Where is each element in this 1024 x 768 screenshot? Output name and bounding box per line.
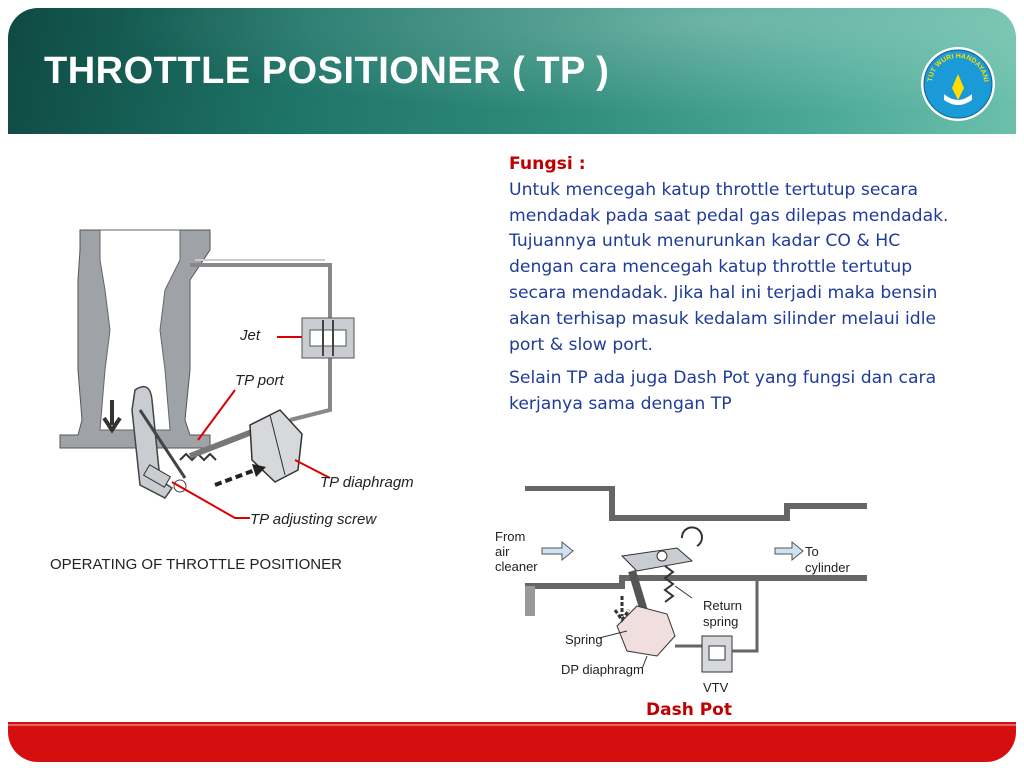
dashed-arrow-head-icon <box>252 464 266 477</box>
dashed-arrow <box>214 468 256 487</box>
label-air: air <box>495 544 510 559</box>
header-sheen <box>8 8 1016 134</box>
label-vtv: VTV <box>703 680 729 695</box>
lever-link <box>138 409 187 479</box>
intake-wall-bottom <box>525 575 867 589</box>
label-tp-port: TP port <box>235 372 284 389</box>
diagram-left-caption: OPERATING OF THROTTLE POSITIONER <box>50 556 342 573</box>
jet-chamber <box>309 329 347 347</box>
throttle-positioner-diagram: Jet TP port TP diaphragm TP adjusting sc… <box>50 229 414 573</box>
leader-tp-port <box>197 389 236 441</box>
flow-in-arrow-icon <box>541 540 574 562</box>
header-banner <box>8 8 1016 134</box>
dp-diaphragm-housing <box>616 605 676 657</box>
dp-down-arrow-icon <box>613 596 631 623</box>
vtv-body <box>701 635 733 673</box>
function-heading: Fungsi : <box>509 154 586 174</box>
label-return: Return <box>703 598 742 613</box>
logo-flame-icon <box>952 74 964 100</box>
label-dp-diaphragm: DP diaphragm <box>561 662 644 677</box>
description-text: Fungsi : Untuk mencegah katup throttle t… <box>509 152 959 418</box>
vtv-valve <box>708 645 726 661</box>
logo-book-icon <box>944 94 972 105</box>
leader-return-spring <box>674 585 693 599</box>
leader-spring <box>598 630 628 639</box>
dp-lever-pivot <box>656 550 668 562</box>
vtv-vacuum-line <box>732 581 759 653</box>
label-return-spring: spring <box>703 614 738 629</box>
return-spring <box>663 565 675 603</box>
vacuum-line <box>190 263 332 422</box>
tut-wuri-handayani-logo: TUT WURI HANDAYANI <box>921 47 995 121</box>
footer-highlight-line <box>8 724 1016 726</box>
venturi-bore <box>99 229 181 431</box>
label-tp-diaphragm: TP diaphragm <box>320 474 414 491</box>
intake-flange <box>525 586 535 616</box>
function-paragraph-1: Untuk mencegah katup throttle tertutup s… <box>509 179 949 226</box>
label-cleaner: cleaner <box>495 559 538 574</box>
tp-diaphragm-housing <box>249 409 303 483</box>
rotation-arrow-icon <box>680 526 703 547</box>
flow-out-arrow-icon <box>774 540 804 562</box>
label-from: From <box>495 529 525 544</box>
tp-adjusting-screw <box>142 464 172 488</box>
dash-pot-caption: Dash Pot <box>646 700 732 720</box>
function-paragraph-3: Selain TP ada juga Dash Pot yang fungsi … <box>509 368 937 415</box>
label-cylinder: cylinder <box>805 560 850 575</box>
leader-dp-diaphragm <box>641 655 648 670</box>
label-spring: Spring <box>565 632 603 647</box>
label-tp-adjusting-screw: TP adjusting screw <box>250 511 377 528</box>
label-to: To <box>805 544 819 559</box>
leader-tp-diaphragm <box>294 459 331 479</box>
tp-diaphragm-membrane <box>269 414 286 476</box>
function-paragraph-2: Tujuannya untuk menurunkan kadar CO & HC… <box>509 231 938 355</box>
dp-throttle-lever <box>620 547 694 572</box>
dash-pot-diagram: From air cleaner To cylinder Return spri… <box>495 486 867 695</box>
leader-adjusting-screw <box>171 481 250 519</box>
page-title: THROTTLE POSITIONER ( TP ) <box>44 50 610 92</box>
down-arrow-icon <box>102 400 122 434</box>
footer-bar <box>8 722 1016 762</box>
intake-wall-top <box>525 486 867 521</box>
label-jet: Jet <box>239 327 261 344</box>
